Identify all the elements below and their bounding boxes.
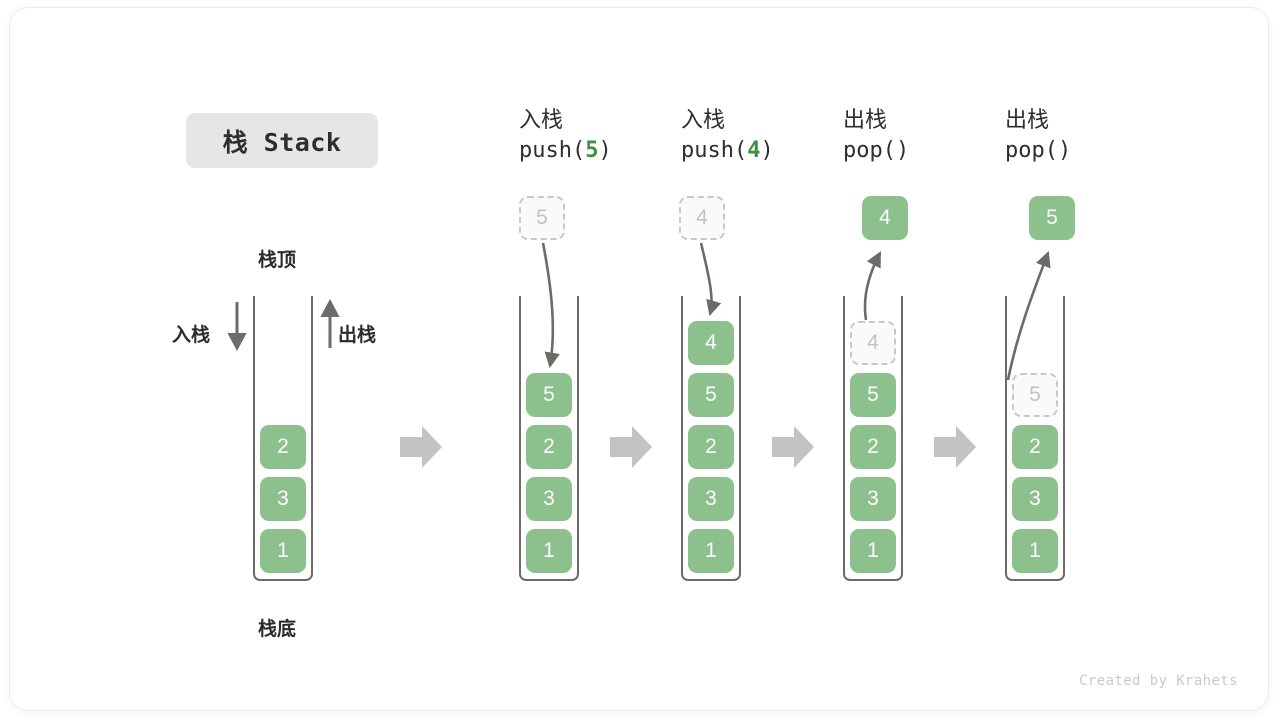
stack-cell: 4 xyxy=(688,321,734,365)
stack-cell: 2 xyxy=(850,425,896,469)
label-stack-bottom: 栈底 xyxy=(258,619,297,640)
floating-cell-pop2: 5 xyxy=(1029,196,1075,240)
stack-cell: 1 xyxy=(526,529,572,573)
stack-wall xyxy=(253,296,313,581)
header-cn-text: 出栈 xyxy=(1005,107,1050,132)
code-suffix: ) xyxy=(760,138,774,163)
stack-cell: 2 xyxy=(688,425,734,469)
header-code-text: push(5) xyxy=(519,135,699,167)
title-badge: 栈 Stack xyxy=(186,113,378,168)
column-header-pop2: 出栈 pop() xyxy=(1005,105,1185,167)
header-cn-text: 入栈 xyxy=(681,107,726,132)
header-cn-text: 出栈 xyxy=(843,107,888,132)
label-stack-top: 栈顶 xyxy=(258,250,297,271)
stack-cell: 1 xyxy=(688,529,734,573)
header-code-text: pop() xyxy=(843,135,1023,167)
credit-text: Created by Krahets xyxy=(1079,673,1238,689)
stack-cell: 3 xyxy=(526,477,572,521)
code-prefix: pop( xyxy=(843,138,896,163)
header-cn-text: 入栈 xyxy=(519,107,564,132)
stack-wall xyxy=(1005,296,1065,581)
stack-wall xyxy=(843,296,903,581)
stack-cell: 5 xyxy=(850,373,896,417)
floating-cell-push5: 5 xyxy=(519,196,565,240)
stack-cell-removed: 4 xyxy=(850,321,896,365)
code-suffix: ) xyxy=(598,138,612,163)
stack-cell-removed: 5 xyxy=(1012,373,1058,417)
label-pop-side: 出栈 xyxy=(338,325,377,346)
stack-wall xyxy=(681,296,741,581)
stack-cell: 1 xyxy=(260,529,306,573)
code-prefix: pop( xyxy=(1005,138,1058,163)
label-push-side: 入栈 xyxy=(172,325,211,346)
stack-cell: 3 xyxy=(260,477,306,521)
column-header-push5: 入栈 push(5) xyxy=(519,105,699,167)
stack-cell: 3 xyxy=(688,477,734,521)
header-code-text: pop() xyxy=(1005,135,1185,167)
floating-cell-push4: 4 xyxy=(679,196,725,240)
stack-cell: 2 xyxy=(1012,425,1058,469)
stack-cell: 3 xyxy=(850,477,896,521)
code-argument: 5 xyxy=(585,138,599,163)
code-prefix: push( xyxy=(519,138,586,163)
column-header-pop1: 出栈 pop() xyxy=(843,105,1023,167)
code-suffix: ) xyxy=(1057,138,1072,163)
stack-cell: 5 xyxy=(526,373,572,417)
column-header-push4: 入栈 push(4) xyxy=(681,105,861,167)
stack-cell: 1 xyxy=(850,529,896,573)
code-prefix: push( xyxy=(681,138,748,163)
stack-cell: 5 xyxy=(688,373,734,417)
floating-cell-pop1: 4 xyxy=(862,196,908,240)
stack-wall xyxy=(519,296,579,581)
code-suffix: ) xyxy=(895,138,910,163)
stack-cell: 3 xyxy=(1012,477,1058,521)
code-argument: 4 xyxy=(747,138,761,163)
stack-cell: 2 xyxy=(260,425,306,469)
stack-cell: 2 xyxy=(526,425,572,469)
stack-cell: 1 xyxy=(1012,529,1058,573)
header-code-text: push(4) xyxy=(681,135,861,167)
